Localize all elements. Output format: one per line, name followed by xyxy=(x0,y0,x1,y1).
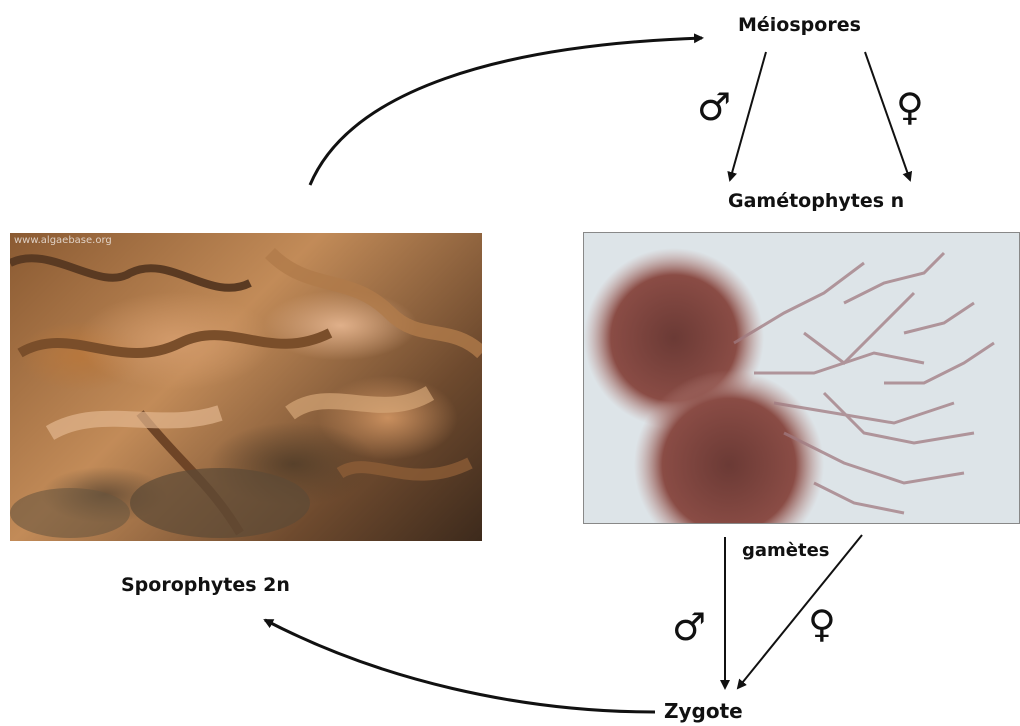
label-zygote: Zygote xyxy=(664,699,743,723)
female-symbol-icon: ♀ xyxy=(896,88,924,126)
arrow-meiospores-to-gametophyte-male xyxy=(730,52,766,180)
label-gametophytes: Gamétophytes n xyxy=(728,190,904,212)
arrow-sporophyte-to-meiospores xyxy=(310,38,702,185)
label-meiospores: Méiospores xyxy=(738,14,861,36)
arrow-zygote-to-sporophyte xyxy=(265,620,655,712)
label-gametes: gamètes xyxy=(742,540,830,561)
male-symbol-icon: ♂ xyxy=(672,608,706,646)
male-symbol-icon: ♂ xyxy=(697,88,731,126)
label-sporophytes: Sporophytes 2n xyxy=(121,574,290,596)
female-symbol-icon: ♀ xyxy=(808,605,836,643)
